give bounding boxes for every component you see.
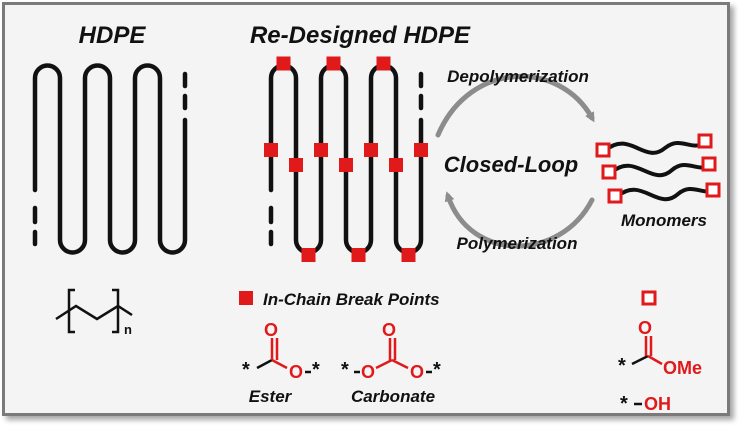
hydroxyl-structure: * OH bbox=[620, 393, 671, 415]
monomer-chain bbox=[604, 141, 703, 155]
ester-structure: * O O * bbox=[242, 320, 320, 382]
svg-text:OH: OH bbox=[644, 394, 671, 414]
carbonate-label: Carbonate bbox=[351, 387, 435, 406]
repeat-unit-structure bbox=[55, 288, 133, 334]
break-point bbox=[376, 56, 391, 71]
depolymerization-arrow bbox=[435, 74, 595, 138]
break-point bbox=[414, 143, 428, 157]
svg-text:O: O bbox=[410, 362, 424, 382]
svg-text:O: O bbox=[289, 362, 303, 382]
break-point bbox=[314, 143, 328, 157]
break-point bbox=[289, 158, 303, 172]
break-point bbox=[339, 158, 353, 172]
svg-text:*: * bbox=[620, 393, 628, 415]
cycle-arrows bbox=[435, 74, 595, 249]
monomer-end bbox=[607, 188, 623, 204]
repeat-unit-subscript: n bbox=[124, 322, 132, 337]
carbonate-structure: * O O O * bbox=[341, 320, 441, 382]
break-point bbox=[364, 143, 378, 157]
monomer-end bbox=[701, 156, 717, 172]
ester-label: Ester bbox=[249, 387, 293, 406]
title-hdpe: HDPE bbox=[79, 22, 147, 49]
monomers bbox=[595, 133, 721, 204]
break-point bbox=[326, 56, 341, 71]
break-point bbox=[276, 56, 291, 71]
end-group-marker bbox=[641, 290, 657, 306]
diagram-frame bbox=[2, 2, 730, 416]
svg-text:*: * bbox=[312, 359, 320, 381]
svg-text:O: O bbox=[638, 318, 652, 338]
break-points bbox=[264, 56, 428, 262]
svg-text:O: O bbox=[382, 320, 396, 340]
svg-text:*: * bbox=[433, 359, 441, 381]
monomer-end bbox=[601, 164, 617, 180]
monomer-chain bbox=[616, 187, 716, 202]
monomers-label: Monomers bbox=[621, 211, 707, 230]
break-point bbox=[301, 248, 316, 262]
break-point bbox=[264, 143, 278, 157]
svg-text:OMe: OMe bbox=[663, 358, 702, 378]
monomer-end bbox=[595, 142, 611, 158]
legend-break-point-marker bbox=[239, 291, 253, 305]
monomer-end bbox=[705, 182, 721, 198]
depolymerization-label: Depolymerization bbox=[447, 67, 589, 86]
svg-text:O: O bbox=[264, 320, 278, 340]
svg-text:O: O bbox=[361, 362, 375, 382]
methyl-ester-structure: * O OMe bbox=[618, 318, 702, 378]
title-redesigned-hdpe: Re-Designed HDPE bbox=[250, 22, 471, 49]
hdpe-chain bbox=[32, 63, 188, 255]
svg-text:*: * bbox=[242, 359, 250, 381]
polymerization-label: Polymerization bbox=[457, 234, 578, 253]
polymerization-arrow bbox=[444, 191, 595, 249]
break-point bbox=[401, 248, 416, 262]
monomer-end bbox=[697, 133, 713, 149]
svg-text:*: * bbox=[341, 359, 349, 381]
svg-text:*: * bbox=[618, 355, 626, 377]
break-point bbox=[389, 158, 403, 172]
closed-loop-label: Closed-Loop bbox=[444, 152, 578, 177]
monomer-chain bbox=[610, 163, 710, 178]
break-point bbox=[351, 248, 366, 262]
legend-break-points-label: In-Chain Break Points bbox=[263, 290, 440, 309]
